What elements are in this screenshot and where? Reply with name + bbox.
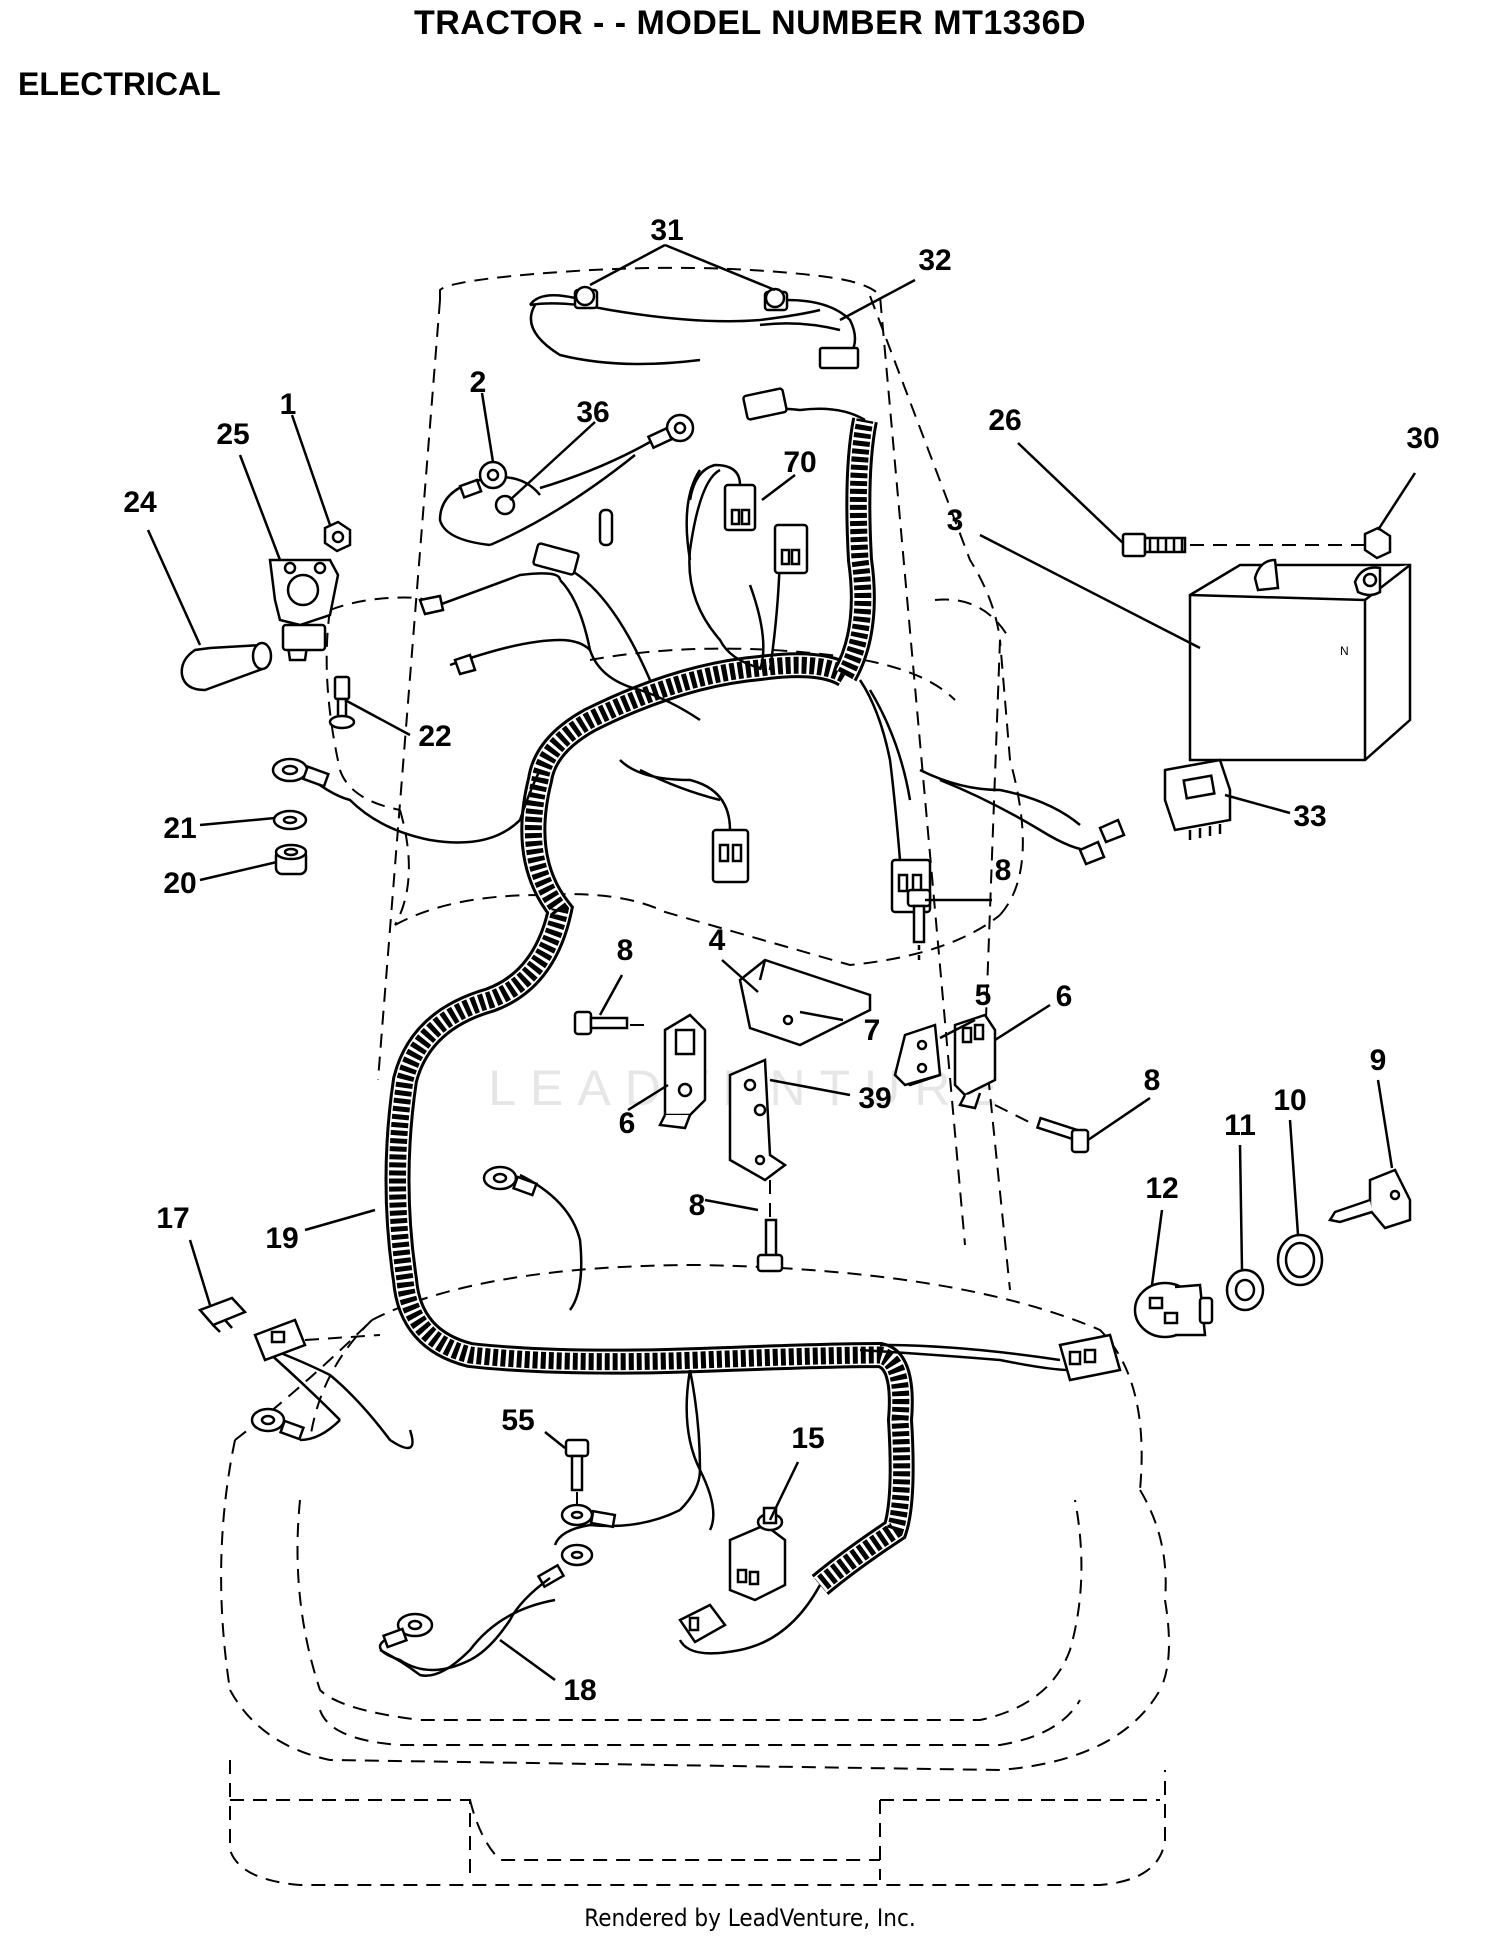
connector-70 — [688, 463, 809, 575]
solenoid-25 — [268, 558, 340, 662]
callout-8-right: 8 — [1144, 1064, 1161, 1097]
ring-terminal-lower-left — [250, 1407, 306, 1441]
leader-lines — [146, 243, 1417, 1682]
page-title: TRACTOR - - MODEL NUMBER MT1336D — [413, 4, 1087, 42]
callout-22: 22 — [418, 720, 451, 753]
ring-terminal-upper-left — [482, 1165, 539, 1197]
plug-bottom — [678, 1603, 727, 1644]
callout-9: 9 — [1370, 1044, 1387, 1077]
callout-5: 5 — [975, 979, 992, 1012]
callout-24: 24 — [123, 486, 157, 519]
callout-30: 30 — [1406, 422, 1439, 455]
ground-eye-terminal-2 — [458, 460, 516, 516]
terminal-boot-24 — [180, 641, 273, 692]
nut-1 — [323, 520, 352, 553]
callout-8-mid-left: 8 — [617, 934, 634, 967]
bolt-22 — [328, 675, 356, 730]
fuse-17 — [197, 1296, 248, 1333]
callout-17: 17 — [156, 1202, 189, 1235]
footer-credit: Rendered by LeadVenture, Inc. — [584, 1904, 916, 1932]
screw-8-bottom — [756, 1180, 784, 1273]
lockwasher-21 — [272, 809, 308, 831]
callout-55: 55 — [501, 1404, 534, 1437]
callout-70: 70 — [783, 446, 816, 479]
section-title: ELECTRICAL — [18, 66, 221, 102]
bezel-10 — [1276, 1233, 1324, 1287]
callout-7: 7 — [864, 1014, 881, 1047]
bracket-7 — [738, 958, 872, 1047]
callout-21: 21 — [163, 812, 196, 845]
callout-36: 36 — [576, 396, 609, 429]
svg-text:N: N — [1340, 644, 1349, 658]
headlight-harness-32 — [528, 293, 860, 370]
ground-terminal — [560, 1503, 617, 1529]
callout-8-bottom: 8 — [689, 1189, 706, 1222]
callout-6-left: 6 — [619, 1107, 636, 1140]
callout-8-top-right: 8 — [995, 854, 1012, 887]
callout-18: 18 — [563, 1674, 596, 1707]
callout-33: 33 — [1293, 800, 1326, 833]
spade-terminals — [418, 594, 477, 676]
nut-20 — [274, 843, 308, 876]
switch-6-left — [658, 1013, 707, 1130]
nut-30 — [1363, 526, 1392, 560]
connector-right-harness — [1058, 1333, 1122, 1382]
screw-8-mid-left — [573, 1010, 650, 1036]
callout-11: 11 — [1224, 1109, 1256, 1142]
battery-3: N — [1188, 558, 1412, 762]
callout-32: 32 — [918, 244, 951, 277]
callout-20: 20 — [163, 867, 196, 900]
key-9 — [1327, 1168, 1412, 1230]
callout-labels: 31 32 2 36 1 25 24 70 26 30 3 22 21 20 3… — [123, 214, 1439, 1707]
tractor-outline — [220, 266, 1170, 1886]
callout-26: 26 — [988, 404, 1021, 437]
callout-12: 12 — [1145, 1172, 1178, 1205]
ground-wire-18 — [378, 1576, 551, 1672]
callout-25: 25 — [216, 418, 249, 451]
ignition-switch-12 — [1133, 1281, 1214, 1339]
spade-terminals-right — [1078, 818, 1126, 866]
bracket-39 — [728, 1058, 788, 1182]
ring-terminal-36 — [539, 413, 695, 490]
callout-31: 31 — [650, 214, 683, 247]
fuse-holder-19 — [253, 1318, 381, 1362]
nut-11 — [1225, 1268, 1265, 1312]
callout-2: 2 — [470, 366, 487, 399]
callout-10: 10 — [1273, 1084, 1306, 1117]
callout-6-right: 6 — [1056, 980, 1073, 1013]
switch-15 — [728, 1506, 787, 1602]
screw-8-right — [994, 1104, 1090, 1154]
callout-4: 4 — [709, 924, 726, 957]
bolt-26 — [1121, 532, 1385, 558]
bracket-5 — [893, 1023, 942, 1087]
fuse-holder-left — [532, 508, 614, 576]
plug-top — [742, 387, 788, 421]
main-harness-coil — [384, 417, 915, 1595]
eye-terminal-solenoid — [271, 757, 330, 788]
lamp-sockets-31 — [573, 285, 789, 312]
callout-39: 39 — [858, 1082, 891, 1115]
connector-center-a — [711, 828, 750, 884]
callout-3: 3 — [947, 504, 964, 537]
switch-6-right — [953, 1013, 997, 1110]
callout-19: 19 — [265, 1222, 298, 1255]
callout-1: 1 — [280, 388, 297, 421]
switch-33 — [1163, 758, 1232, 840]
screw-8-top-right — [906, 888, 932, 960]
callout-15: 15 — [791, 1422, 824, 1455]
bolt-55 — [564, 1438, 590, 1508]
